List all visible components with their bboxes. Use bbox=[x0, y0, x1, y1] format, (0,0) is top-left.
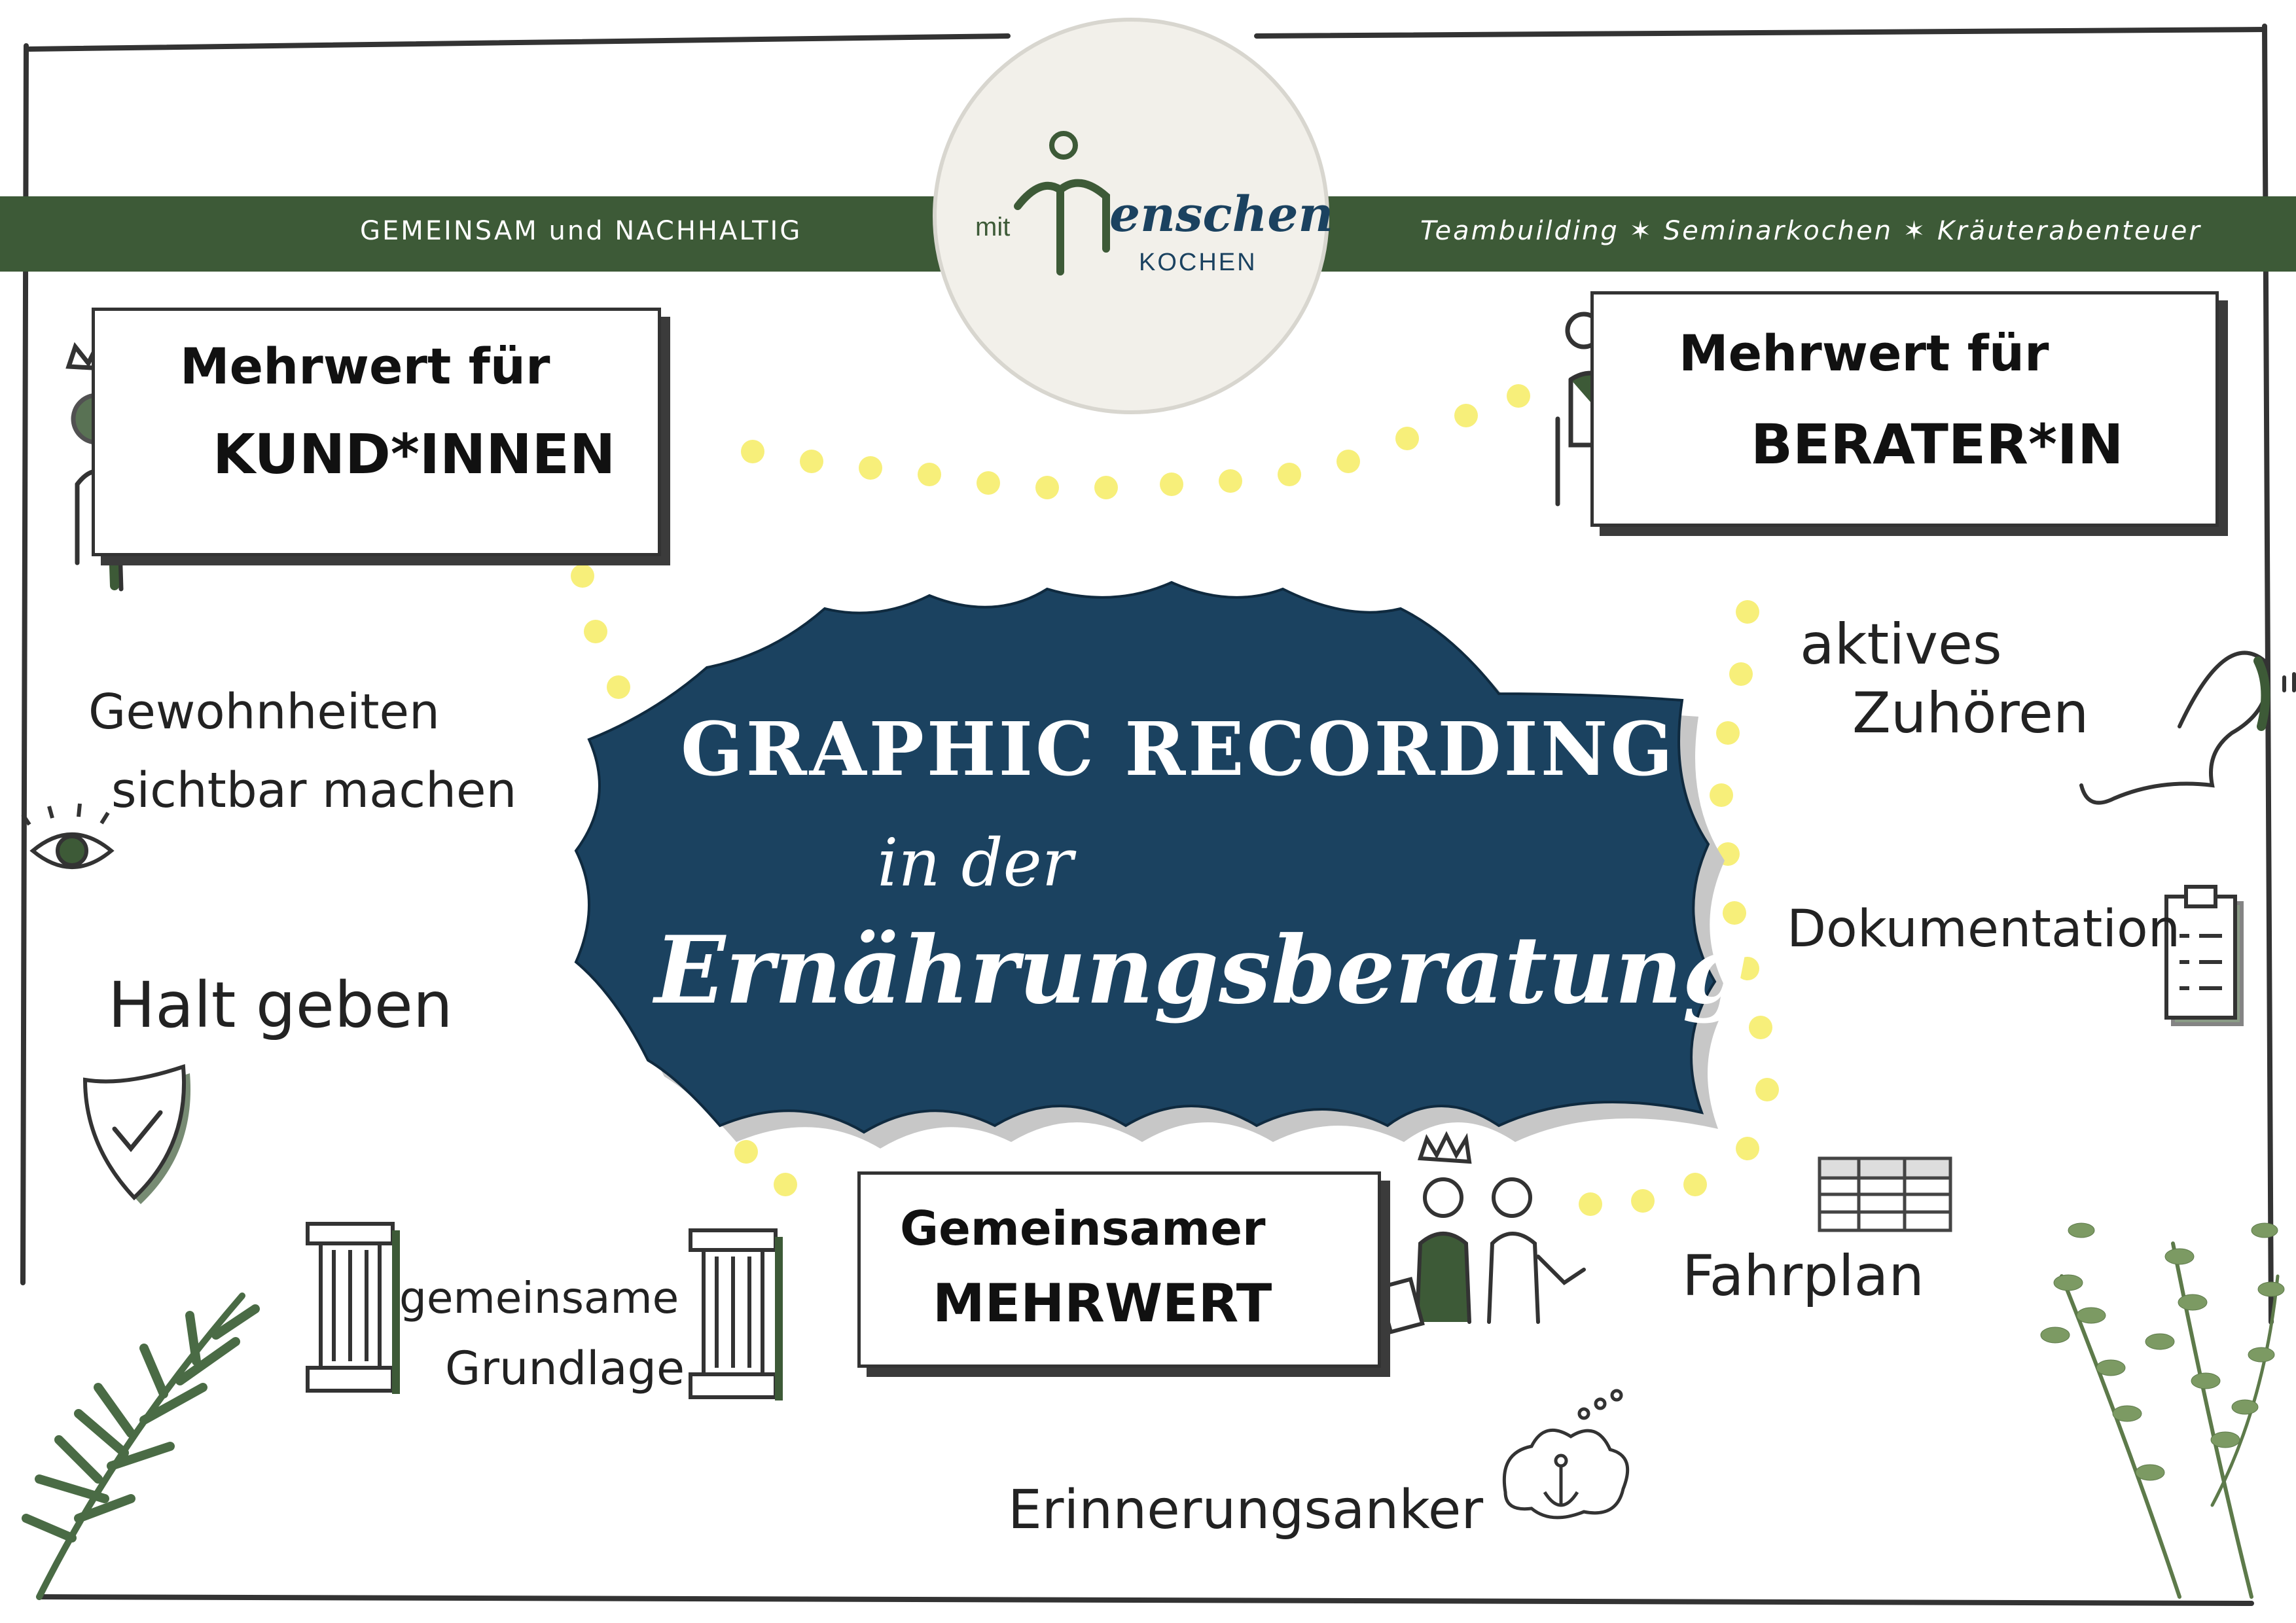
label-habits-1: Gewohnheiten bbox=[88, 684, 440, 740]
label-roadmap: Fahrplan bbox=[1682, 1243, 1924, 1309]
connector-dots bbox=[571, 384, 1779, 1216]
logo-sub: KOCHEN bbox=[1139, 249, 1257, 276]
logo-prefix: mit bbox=[975, 213, 1011, 241]
consultant-benefit-line1: Mehrwert für bbox=[1679, 324, 2049, 382]
label-memory-anchor: Erinnerungsanker bbox=[1008, 1479, 1484, 1541]
customer-benefit-line2: KUND*INNEN bbox=[213, 422, 616, 486]
pillar-left-icon bbox=[306, 1222, 400, 1394]
title-line2: in der bbox=[877, 825, 1073, 901]
label-foundation-2: Grundlage bbox=[445, 1342, 685, 1395]
logo-word: enschen bbox=[1109, 187, 1334, 243]
shared-benefit-line2: MEHRWERT bbox=[933, 1273, 1272, 1334]
two-people-icon bbox=[1376, 1131, 1586, 1334]
rosemary-sprig-icon bbox=[22, 1293, 260, 1600]
consultant-benefit-box: Mehrwert für BERATER*IN bbox=[1590, 291, 2219, 527]
label-habits-2: sichtbar machen bbox=[111, 762, 517, 819]
thyme-sprig-icon bbox=[2040, 1222, 2285, 1599]
logo-person-icon bbox=[1014, 131, 1110, 276]
eye-icon bbox=[21, 803, 115, 869]
banner-left-text: GEMEINSAM und NACHHALTIG bbox=[360, 216, 802, 246]
label-listening-1: aktives bbox=[1800, 612, 2002, 677]
ear-icon bbox=[2079, 651, 2296, 805]
label-support: Halt geben bbox=[108, 969, 453, 1042]
brain-anchor-icon bbox=[1502, 1389, 1630, 1520]
customer-benefit-box: Mehrwert für KUND*INNEN bbox=[92, 308, 661, 556]
banner-right-text: Teambuilding ✶ Seminarkochen ✶ Kräuterab… bbox=[1420, 216, 2202, 246]
pillar-right-icon bbox=[689, 1228, 783, 1400]
logo: mit enschen KOCHEN bbox=[962, 164, 1333, 294]
title-cloud bbox=[574, 580, 1717, 1134]
shared-benefit-line1: Gemeinsamer bbox=[900, 1201, 1266, 1256]
schedule-table-icon bbox=[1818, 1156, 1952, 1232]
label-listening-2: Zuhören bbox=[1852, 681, 2089, 746]
title-line1: GRAPHIC RECORDING bbox=[681, 707, 1676, 793]
label-documentation: Dokumentation bbox=[1787, 900, 2181, 959]
label-foundation-1: gemeinsame bbox=[399, 1273, 679, 1323]
shield-check-icon bbox=[82, 1063, 191, 1204]
clipboard-icon bbox=[2164, 885, 2244, 1026]
customer-benefit-line1: Mehrwert für bbox=[180, 337, 550, 395]
consultant-benefit-line2: BERATER*IN bbox=[1751, 412, 2124, 476]
shared-benefit-box: Gemeinsamer MEHRWERT bbox=[857, 1171, 1381, 1368]
title-line3: Ernährungsberatung bbox=[655, 916, 1748, 1025]
logo-circle bbox=[933, 18, 1329, 414]
